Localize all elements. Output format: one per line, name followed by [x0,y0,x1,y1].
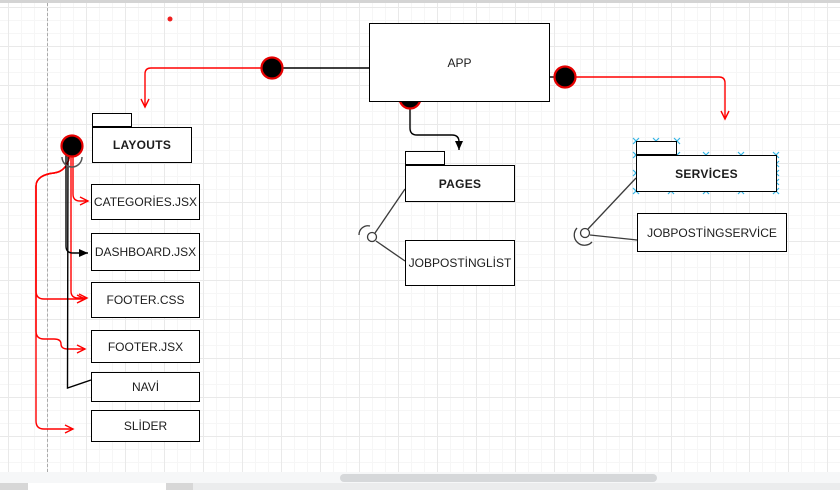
node-pages[interactable]: PAGES [405,165,515,202]
node-footer-css-label: FOOTER.CSS [106,293,185,307]
node-slider-label: SLİDER [123,419,168,433]
node-layouts-folder-tab[interactable] [92,113,132,127]
node-footer-jsx[interactable]: FOOTER.JSX [91,330,200,363]
top-toolbar-edge [0,0,840,3]
bottom-bar-right-section [193,483,840,490]
node-categories-label: CATEGORİES.JSX [93,195,198,209]
node-pages-label: PAGES [438,176,482,191]
node-app-label: APP [447,55,472,70]
node-pages-folder-tab[interactable] [405,151,445,165]
node-services-folder-tab[interactable] [636,141,677,155]
node-services-label: SERVİCES [675,166,738,181]
bottom-sheet-bar [0,483,840,490]
node-footer-jsx-label: FOOTER.JSX [107,339,184,354]
node-jobpostingservice[interactable]: JOBPOSTİNGSERVİCE [637,213,787,252]
node-jobpostingservice-label: JOBPOSTİNGSERVİCE [647,225,777,240]
sheet-tab[interactable] [28,483,166,490]
horizontal-scrollbar-thumb[interactable] [340,474,657,482]
node-slider[interactable]: SLİDER [91,410,200,442]
node-categories[interactable]: CATEGORİES.JSX [91,184,200,220]
node-jobpostinglist[interactable]: JOBPOSTİNGLİST [405,240,515,286]
node-layouts-label: LAYOUTS [112,138,172,152]
node-jobpostinglist-label: JOBPOSTİNGLİST [408,256,512,270]
page-boundary-line [47,3,48,472]
node-footer-css[interactable]: FOOTER.CSS [91,282,200,318]
node-navi-label: NAVİ [131,380,160,394]
node-dashboard[interactable]: DASHBOARD.JSX [91,233,200,271]
node-layouts[interactable]: LAYOUTS [92,127,192,163]
node-app[interactable]: APP [369,23,550,102]
node-services[interactable]: SERVİCES [636,155,777,192]
horizontal-scrollbar[interactable] [0,472,840,483]
node-navi[interactable]: NAVİ [91,372,200,402]
node-dashboard-label: DASHBOARD.JSX [94,245,197,259]
